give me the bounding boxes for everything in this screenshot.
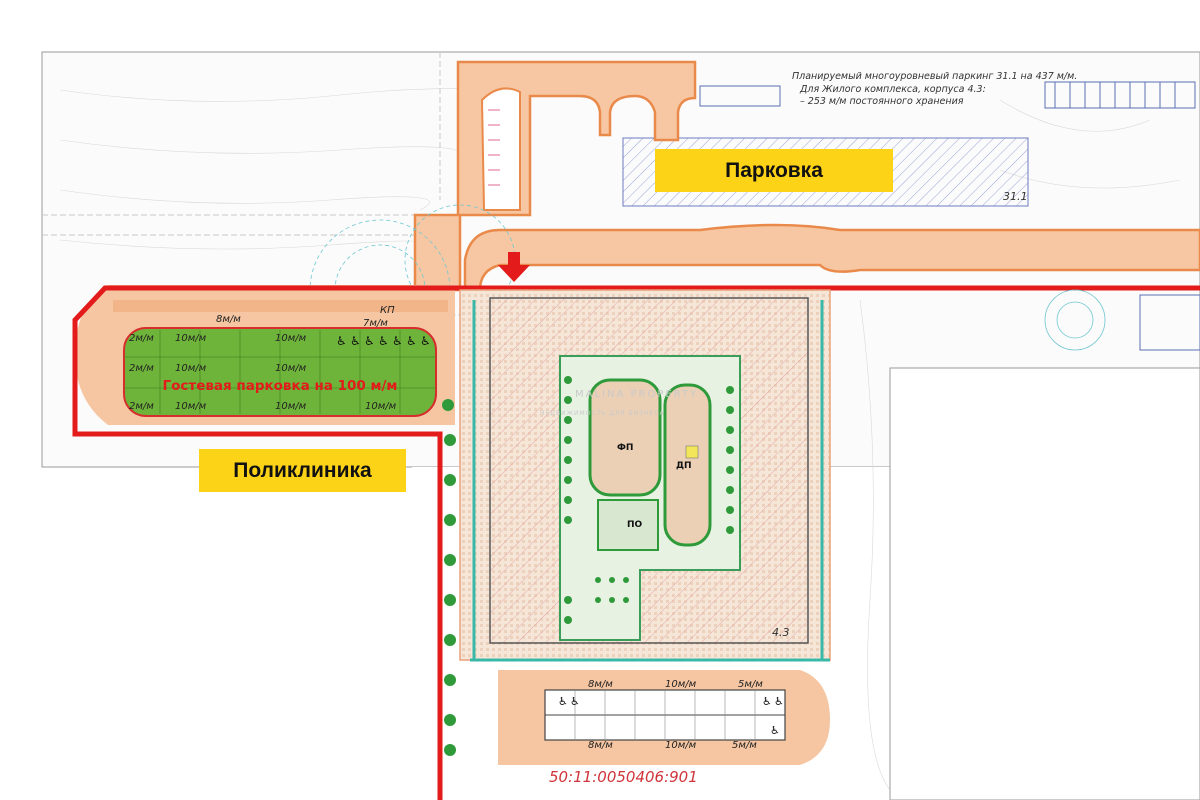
svg-text:♿: ♿ (350, 334, 361, 348)
svg-text:♿: ♿ (558, 695, 568, 708)
svg-text:♿: ♿ (406, 334, 417, 348)
north-parking-bays (699, 81, 1196, 109)
polyclinic-label: Поликлиника (199, 449, 406, 492)
contour-lines (59, 88, 1181, 791)
north-parking-stalls (488, 109, 500, 186)
svg-text:♿: ♿ (364, 334, 375, 348)
guest-parking-stalls (124, 330, 436, 414)
svg-text:♿: ♿ (774, 695, 784, 708)
kids-playground (663, 383, 712, 547)
south-accessible-icons: ♿♿ ♿♿♿ (558, 695, 784, 737)
svg-text:♿: ♿ (762, 695, 772, 708)
svg-text:♿: ♿ (336, 334, 347, 348)
svg-text:♿: ♿ (770, 724, 780, 737)
south-parking-stalls (574, 690, 756, 740)
teal-edges (470, 300, 830, 662)
site-boundary (72, 285, 1200, 800)
road-network (413, 60, 1200, 292)
parking-label: Парковка (655, 149, 893, 192)
svg-text:♿: ♿ (570, 695, 580, 708)
svg-text:♿: ♿ (420, 334, 431, 348)
sports-ground (588, 378, 662, 497)
accessible-parking-icons: ♿♿♿ ♿♿♿ ♿ (336, 334, 431, 348)
greenery (442, 376, 734, 756)
right-circles (1044, 289, 1106, 351)
rest-area (597, 499, 659, 551)
svg-text:♿: ♿ (392, 334, 403, 348)
svg-text:♿: ♿ (378, 334, 389, 348)
entrance-arrow-icon (498, 252, 530, 282)
